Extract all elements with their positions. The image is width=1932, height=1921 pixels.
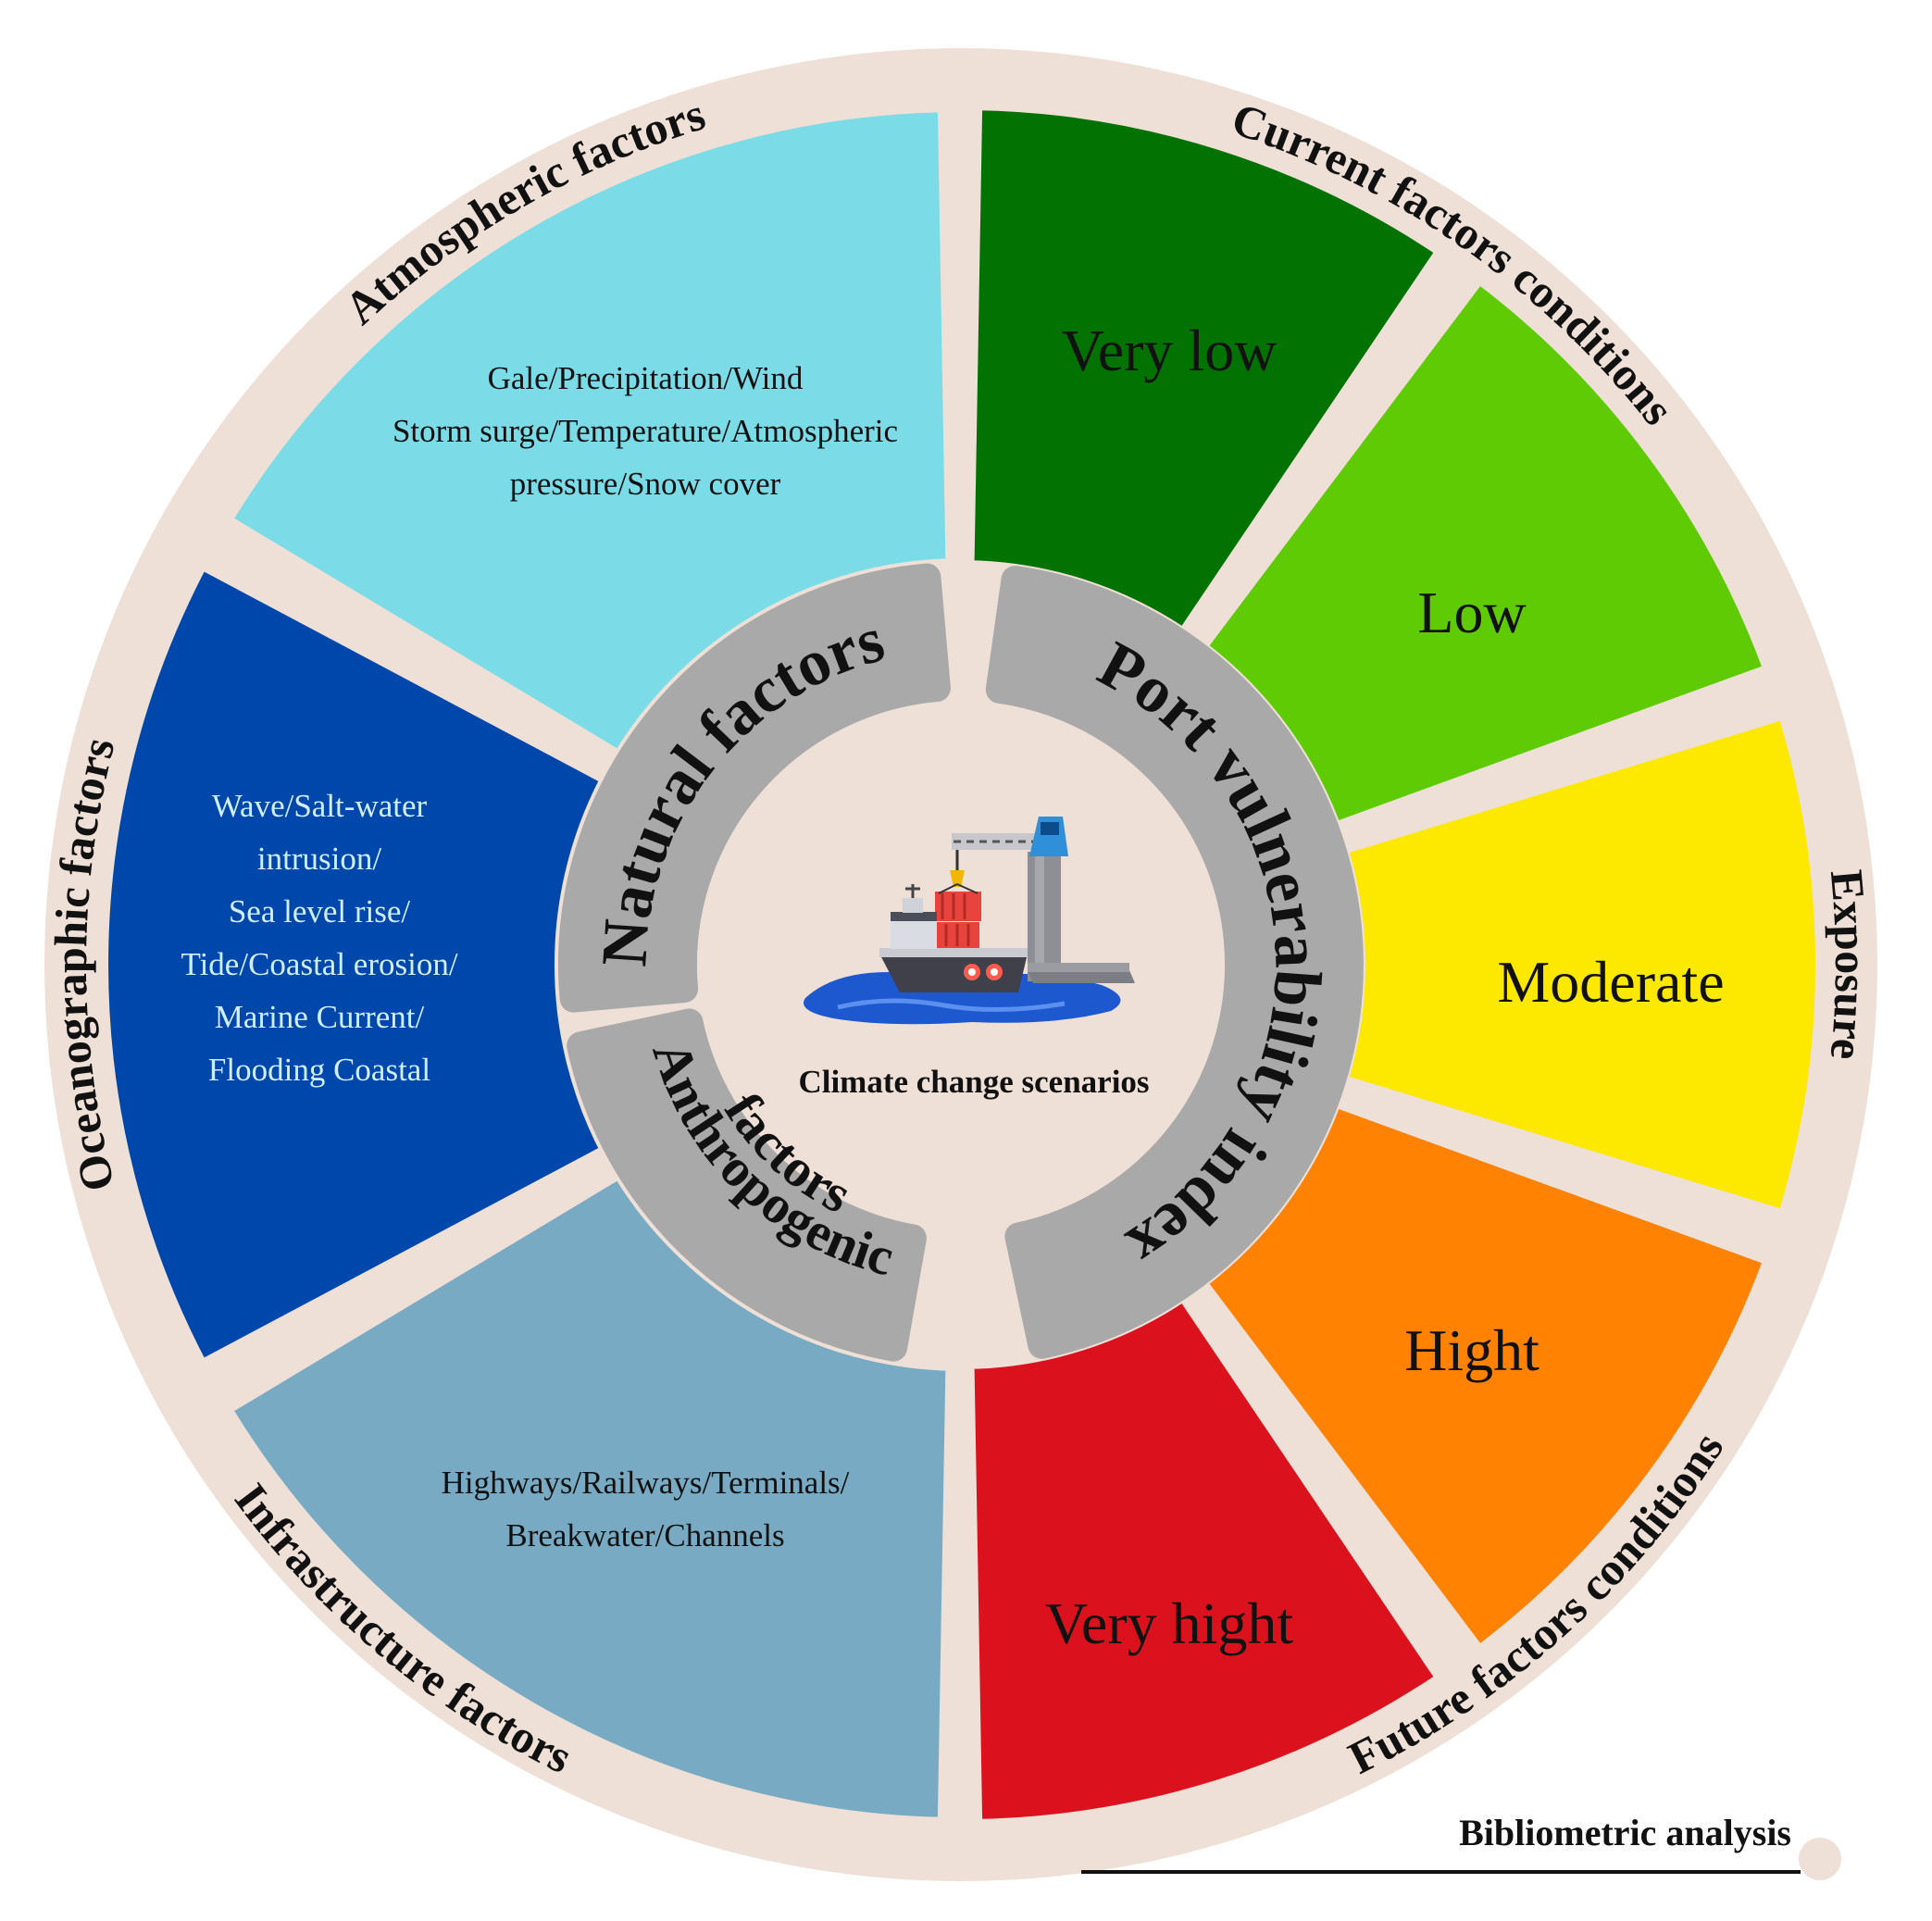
footer-label: Bibliometric analysis <box>1459 1812 1791 1853</box>
level-label-very-hight: Very hight <box>1045 1590 1294 1656</box>
inner-arcs <box>558 563 1364 1362</box>
factor-segments <box>92 95 963 1834</box>
level-label-very-low: Very low <box>1062 318 1278 383</box>
port-vulnerability-index-arc <box>985 566 1364 1359</box>
infrastructure-description-line: Breakwater/Channels <box>505 1517 784 1553</box>
natural-factors-arc <box>558 563 951 1013</box>
oceanographic-description-line: Wave/Salt-water <box>212 788 428 824</box>
oceanographic-description-line: Flooding Coastal <box>208 1052 430 1088</box>
exposure-title: Exposure <box>1821 867 1877 1062</box>
level-label-hight: Hight <box>1404 1317 1539 1383</box>
oceanographic-description-line: Tide/Coastal erosion/ <box>181 946 457 982</box>
port-crane-ship-icon <box>804 817 1135 1025</box>
oceanographic-description-line: Marine Current/ <box>215 999 425 1035</box>
level-label-moderate: Moderate <box>1497 949 1724 1015</box>
infrastructure-description-line: Highways/Railways/Terminals/ <box>442 1465 850 1501</box>
center-caption: Climate change scenarios <box>798 1064 1149 1100</box>
atmospheric-description-line: Gale/Precipitation/Wind <box>488 360 804 396</box>
oceanographic-description-line: Sea level rise/ <box>229 893 411 929</box>
footer-dot <box>1799 1838 1841 1880</box>
atmospheric-description-line: Storm surge/Temperature/Atmospheric <box>393 413 898 449</box>
atmospheric-description-line: pressure/Snow cover <box>510 466 781 502</box>
anthropogenic-factors-arc <box>567 1008 927 1362</box>
oceanographic-description-line: intrusion/ <box>257 841 381 877</box>
oceanographic-factor-segment <box>92 552 618 1378</box>
level-label-low: Low <box>1417 580 1526 645</box>
